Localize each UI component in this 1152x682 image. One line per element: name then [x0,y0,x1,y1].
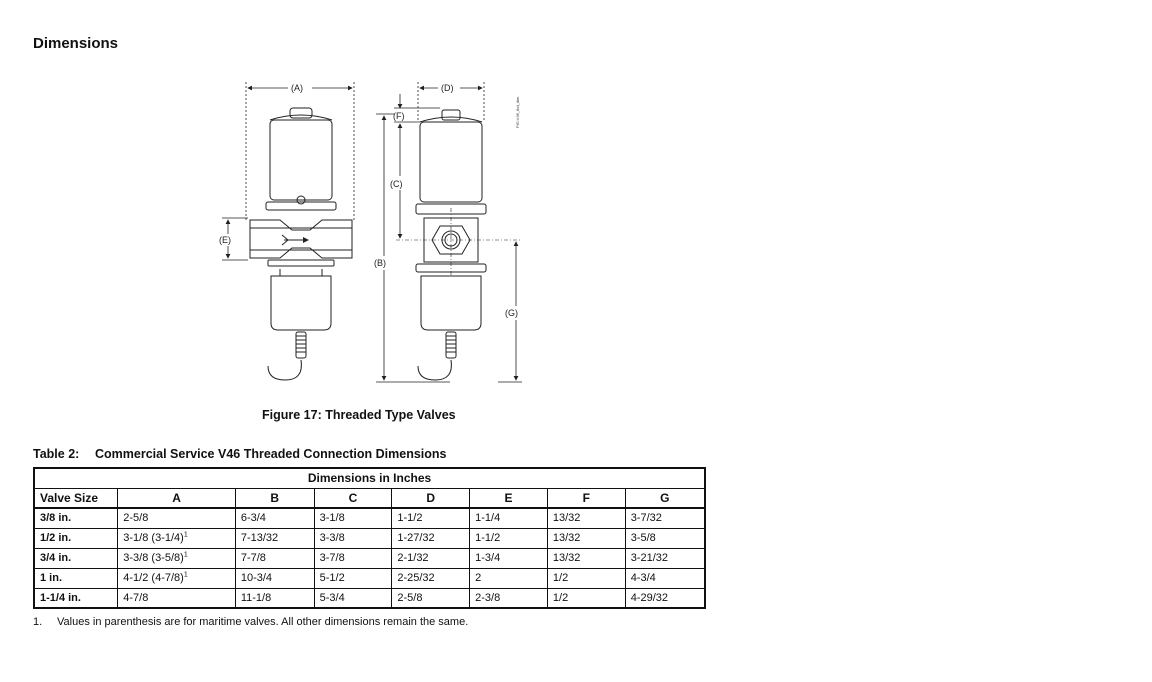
table-super-header-row: Dimensions in Inches [33,467,706,489]
table-footnote: 1. Values in parenthesis are for maritime… [33,616,468,628]
dim-e-cell: 2-3/8 [469,587,548,609]
valve-drawing: (A) (E) [219,82,522,383]
column-header: B [234,487,315,509]
table-header-row: Valve Size A B C D E F G [33,487,706,509]
dim-f-cell: 13/32 [546,527,626,549]
column-header: G [624,487,706,509]
valve-size-cell: 3/8 in. [33,507,119,529]
figure-caption: Figure 17: Threaded Type Valves [262,408,456,422]
super-header: Dimensions in Inches [33,467,706,489]
valve-size-cell: 1/2 in. [33,527,119,549]
table-number: Table 2: [33,447,80,461]
dim-e-cell: 1-1/4 [469,507,548,529]
dim-d-cell: 2-1/32 [391,547,471,569]
table-title: Table 2: Commercial Service V46 Threaded … [33,447,447,461]
dim-e-cell: 2 [469,567,548,589]
dim-d-cell: 2-25/32 [391,567,471,589]
footnote-text: Values in parenthesis are for maritime v… [57,616,469,628]
dim-label-d: (D) [441,83,454,93]
dim-b-cell: 10-3/4 [234,567,315,589]
dim-b-cell: 7-13/32 [234,527,315,549]
table-title-text: Commercial Service V46 Threaded Connecti… [95,447,447,461]
dim-e-cell: 1-1/2 [469,527,548,549]
dim-label-f: (F) [393,111,405,121]
dim-b-cell: 6-3/4 [234,507,315,529]
dim-a-cell: 2-5/8 [117,507,236,529]
dim-a-cell: 3-3/8 (3-5/8)1 [117,547,236,569]
column-header: A [117,487,236,509]
column-header: Valve Size [33,487,119,509]
footnote-ref: 1 [183,531,188,539]
valve-size-cell: 1-1/4 in. [33,587,119,609]
dim-b-cell: 11-1/8 [234,587,315,609]
dim-f-cell: 1/2 [546,587,626,609]
dim-b-cell: 7-7/8 [234,547,315,569]
dimensions-table: Dimensions in Inches Valve Size A B C D … [33,467,706,609]
footnote-ref: 1 [183,571,188,579]
footnote-number: 1. [33,616,43,628]
dim-g-cell: 4-29/32 [624,587,706,609]
valve-size-cell: 3/4 in. [33,547,119,569]
dim-f-cell: 13/32 [546,547,626,569]
table-row: 3/8 in. 2-5/8 6-3/4 3-1/8 1-1/2 1-1/4 13… [33,507,706,529]
column-header: F [546,487,626,509]
dim-f-cell: 1/2 [546,567,626,589]
dim-d-cell: 1-1/2 [391,507,471,529]
dim-g-cell: 3-7/32 [624,507,706,529]
table-row: 3/4 in. 3-3/8 (3-5/8)1 7-7/8 3-7/8 2-1/3… [33,547,706,569]
dim-a-cell: 4-7/8 [117,587,236,609]
dim-d-cell: 1-27/32 [391,527,471,549]
dim-label-b: (B) [374,258,386,268]
dim-d-cell: 2-5/8 [391,587,471,609]
section-heading: Dimensions [33,35,119,52]
dim-a-cell: 4-1/2 (4-7/8)1 [117,567,236,589]
dim-label-c: (C) [390,179,403,189]
dim-g-cell: 3-5/8 [624,527,706,549]
dim-label-a: (A) [291,83,303,93]
front-view-valve [249,107,353,381]
dim-g-cell: 3-21/32 [624,547,706,569]
dim-c-cell: 3-7/8 [313,547,393,569]
dim-f-cell: 13/32 [546,507,626,529]
column-header: D [391,487,471,509]
dim-e-cell: 1-3/4 [469,547,548,569]
figure-code: FIG:V46_thd_dim [515,96,520,128]
dim-g-cell: 4-3/4 [624,567,706,589]
footnote-ref: 1 [183,551,188,559]
table-row: 1-1/4 in. 4-7/8 11-1/8 5-3/4 2-5/8 2-3/8… [33,587,706,609]
dim-c-cell: 3-1/8 [313,507,393,529]
valve-dimension-figure: (A) (E) [200,70,540,400]
dim-a-cell: 3-1/8 (3-1/4)1 [117,527,236,549]
valve-size-cell: 1 in. [33,567,119,589]
dim-label-g: (G) [505,308,518,318]
dim-c-cell: 3-3/8 [313,527,393,549]
table-row: 1 in. 4-1/2 (4-7/8)1 10-3/4 5-1/2 2-25/3… [33,567,706,589]
table-row: 1/2 in. 3-1/8 (3-1/4)1 7-13/32 3-3/8 1-2… [33,527,706,549]
dim-label-e: (E) [219,235,231,245]
column-header: C [313,487,393,509]
dim-c-cell: 5-3/4 [313,587,393,609]
column-header: E [469,487,548,509]
dim-c-cell: 5-1/2 [313,567,393,589]
